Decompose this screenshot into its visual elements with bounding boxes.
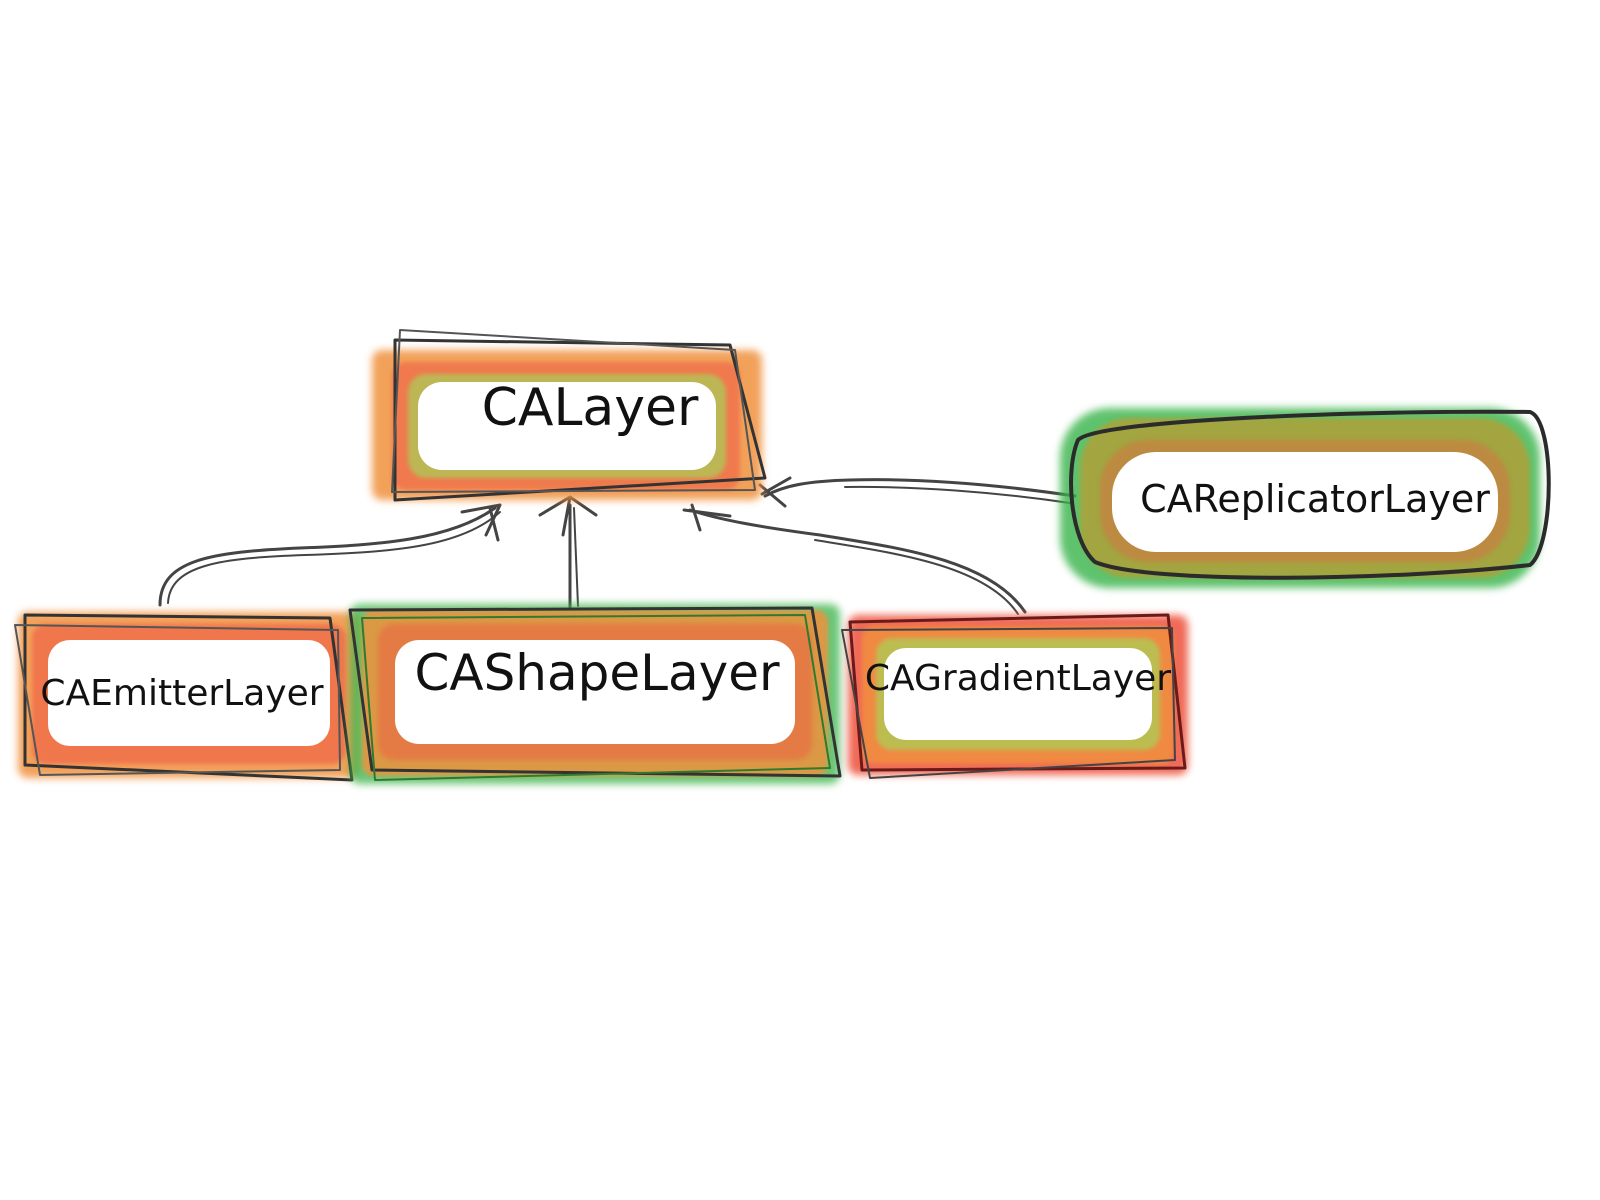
- edge-cagradient-to-calayer: [682, 503, 1027, 615]
- edge-cashape-to-calayer: [538, 495, 598, 610]
- node-cagradient: CAGradientLayer: [841, 613, 1188, 779]
- edge-caemitter-to-calayer: [158, 503, 502, 607]
- arrowhead-icon: [758, 476, 792, 508]
- node-label: CAReplicatorLayer: [1140, 477, 1490, 521]
- arrowhead-icon: [538, 495, 598, 537]
- node-label: CAShapeLayer: [414, 644, 780, 702]
- node-label: CAGradientLayer: [865, 658, 1171, 699]
- node-caemitter: CAEmitterLayer: [14, 612, 360, 782]
- connectors: [158, 476, 1077, 615]
- node-label: CALayer: [482, 378, 699, 438]
- node-calayer: CALayer: [372, 329, 767, 502]
- node-careplicator: CAReplicatorLayer: [1060, 408, 1551, 588]
- node-label: CAEmitterLayer: [40, 673, 323, 714]
- node-cashape: CAShapeLayer: [348, 604, 842, 784]
- arrowhead-icon: [460, 503, 502, 542]
- arrowhead-icon: [682, 503, 732, 532]
- edge-careplicator-to-calayer: [758, 476, 1077, 508]
